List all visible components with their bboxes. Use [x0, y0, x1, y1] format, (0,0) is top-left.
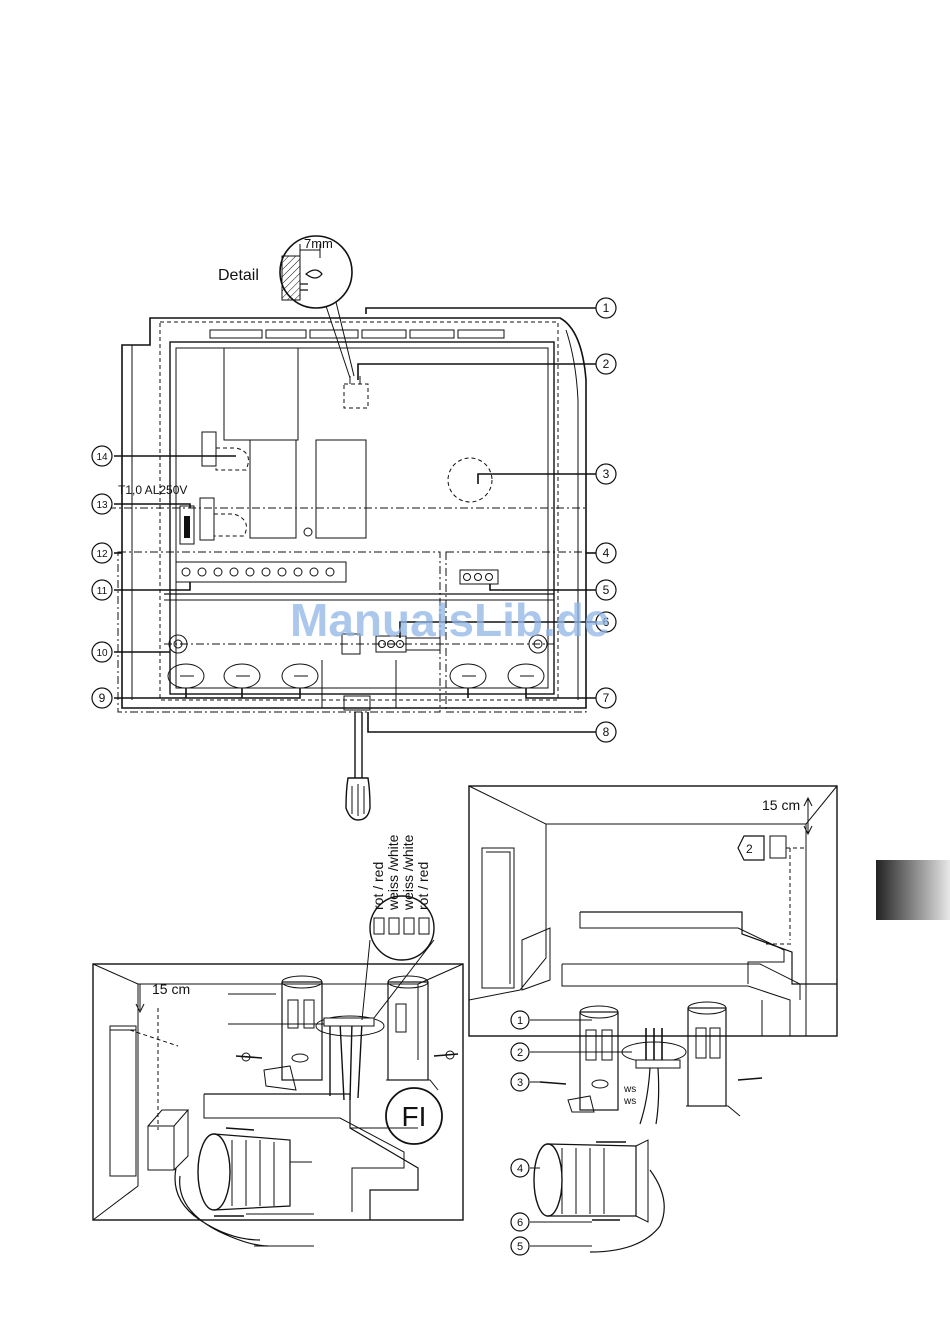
svg-text:5: 5	[517, 1241, 523, 1253]
sauna-room-left: 15 cm FI	[93, 964, 463, 1246]
callout-11: 11	[92, 580, 112, 600]
wire-ws-1: ws	[623, 1084, 636, 1095]
callout-1: 1	[596, 298, 616, 318]
svg-text:2: 2	[517, 1047, 523, 1059]
section-tab	[876, 860, 950, 920]
svg-text:12: 12	[96, 549, 108, 560]
control-unit-housing	[108, 318, 586, 712]
right-callout-5: 5	[511, 1237, 529, 1255]
wire-label-3: weiss /white	[400, 834, 416, 911]
svg-text:14: 14	[96, 452, 108, 463]
watermark: ManualsLib.de	[290, 594, 609, 646]
svg-text:8: 8	[603, 725, 610, 739]
callout-12: 12	[92, 543, 112, 563]
wire-label-2: weiss /white	[385, 834, 401, 911]
svg-text:7: 7	[603, 691, 610, 705]
sauna-room-right: 2 15 cm	[469, 786, 837, 1036]
wire-label-1: rot / red	[370, 862, 386, 910]
sensor-assembly-right: ws ws	[530, 1002, 762, 1252]
marker-2: 2	[746, 842, 753, 856]
callout-14: 14	[92, 446, 112, 466]
svg-text:1: 1	[517, 1015, 523, 1027]
dimension-left: 15 cm	[152, 981, 190, 997]
svg-text:1: 1	[603, 301, 610, 315]
callout-8: 8	[596, 722, 616, 742]
wire-label-4: rot / red	[415, 862, 431, 910]
svg-text:2: 2	[603, 357, 610, 371]
language-badge: FI	[402, 1101, 427, 1132]
wire-color-detail: rot / red weiss /white weiss /white rot …	[362, 834, 434, 1020]
callout-9: 9	[92, 688, 112, 708]
fuse-rating-label: T1,0 AL250V	[118, 483, 187, 497]
svg-text:3: 3	[603, 467, 610, 481]
detail-dimension: 7mm	[304, 236, 333, 251]
detail-label: Detail	[218, 267, 259, 284]
detail-magnifier: Detail 7mm	[218, 236, 354, 378]
right-callout-4: 4	[511, 1159, 529, 1177]
callout-2: 2	[596, 354, 616, 374]
svg-text:4: 4	[517, 1163, 523, 1175]
callout-13: 13	[92, 494, 112, 514]
callout-7: 7	[596, 688, 616, 708]
svg-text:6: 6	[517, 1217, 523, 1229]
right-callout-6: 6	[511, 1213, 529, 1231]
right-callout-3: 3	[511, 1073, 529, 1091]
svg-text:10: 10	[96, 648, 108, 659]
right-callout-2: 2	[511, 1043, 529, 1061]
svg-text:3: 3	[517, 1077, 523, 1089]
callout-circles-right: 1 2 3 4 6 5	[511, 1011, 529, 1255]
callout-4: 4	[596, 543, 616, 563]
svg-text:13: 13	[96, 500, 108, 511]
right-callout-1: 1	[511, 1011, 529, 1029]
svg-text:11: 11	[97, 586, 108, 597]
svg-text:4: 4	[603, 546, 610, 560]
wire-ws-2: ws	[623, 1096, 636, 1107]
screwdriver-icon	[346, 712, 370, 820]
callout-10: 10	[92, 642, 112, 662]
dimension-right: 15 cm	[762, 797, 800, 813]
svg-text:9: 9	[99, 691, 106, 705]
callout-3: 3	[596, 464, 616, 484]
